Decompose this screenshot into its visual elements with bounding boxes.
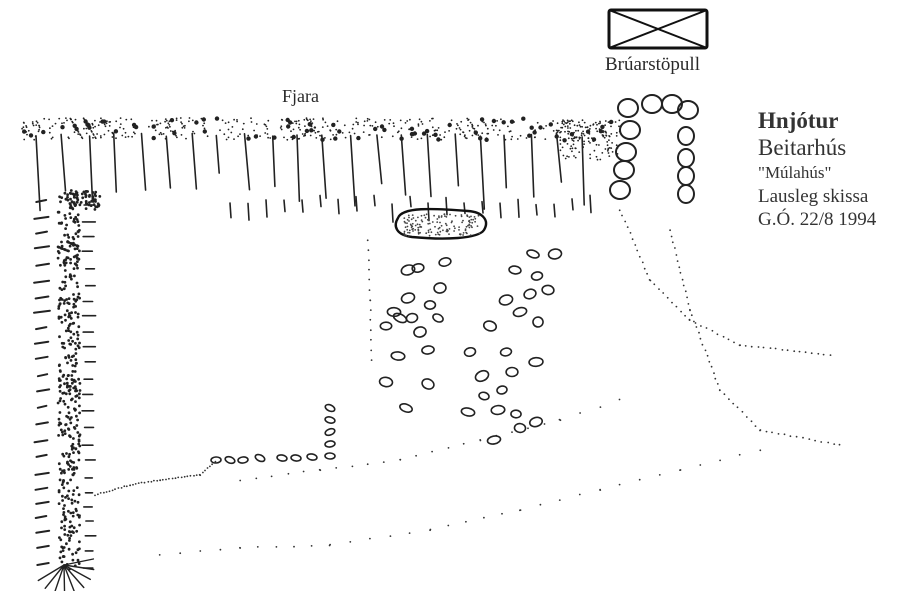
dotted-outlines [94, 209, 841, 556]
bank-hachures [35, 132, 592, 223]
bridge-abutment-label: Brúarstöpull [605, 54, 700, 75]
shore-dot-band [21, 116, 621, 161]
legend-signature: G.Ó. 22/8 1994 [758, 209, 877, 230]
shore-label: Fjara [282, 86, 319, 106]
legend-title: Hnjótur [758, 108, 839, 133]
legend-subtitle: Beitarhús [758, 135, 847, 160]
bridge-symbol [607, 8, 709, 50]
stone-rubble [210, 248, 563, 465]
left-wall-ruin [33, 189, 102, 591]
legend-block: Hnjótur Beitarhús "Múlahús" Lausleg skis… [758, 107, 876, 231]
bridge-abutment-stones [609, 94, 699, 204]
legend-note: Lausleg skissa [758, 186, 869, 207]
legend-quoted-name: "Múlahús" [758, 163, 832, 182]
boulder-feature [394, 207, 488, 240]
